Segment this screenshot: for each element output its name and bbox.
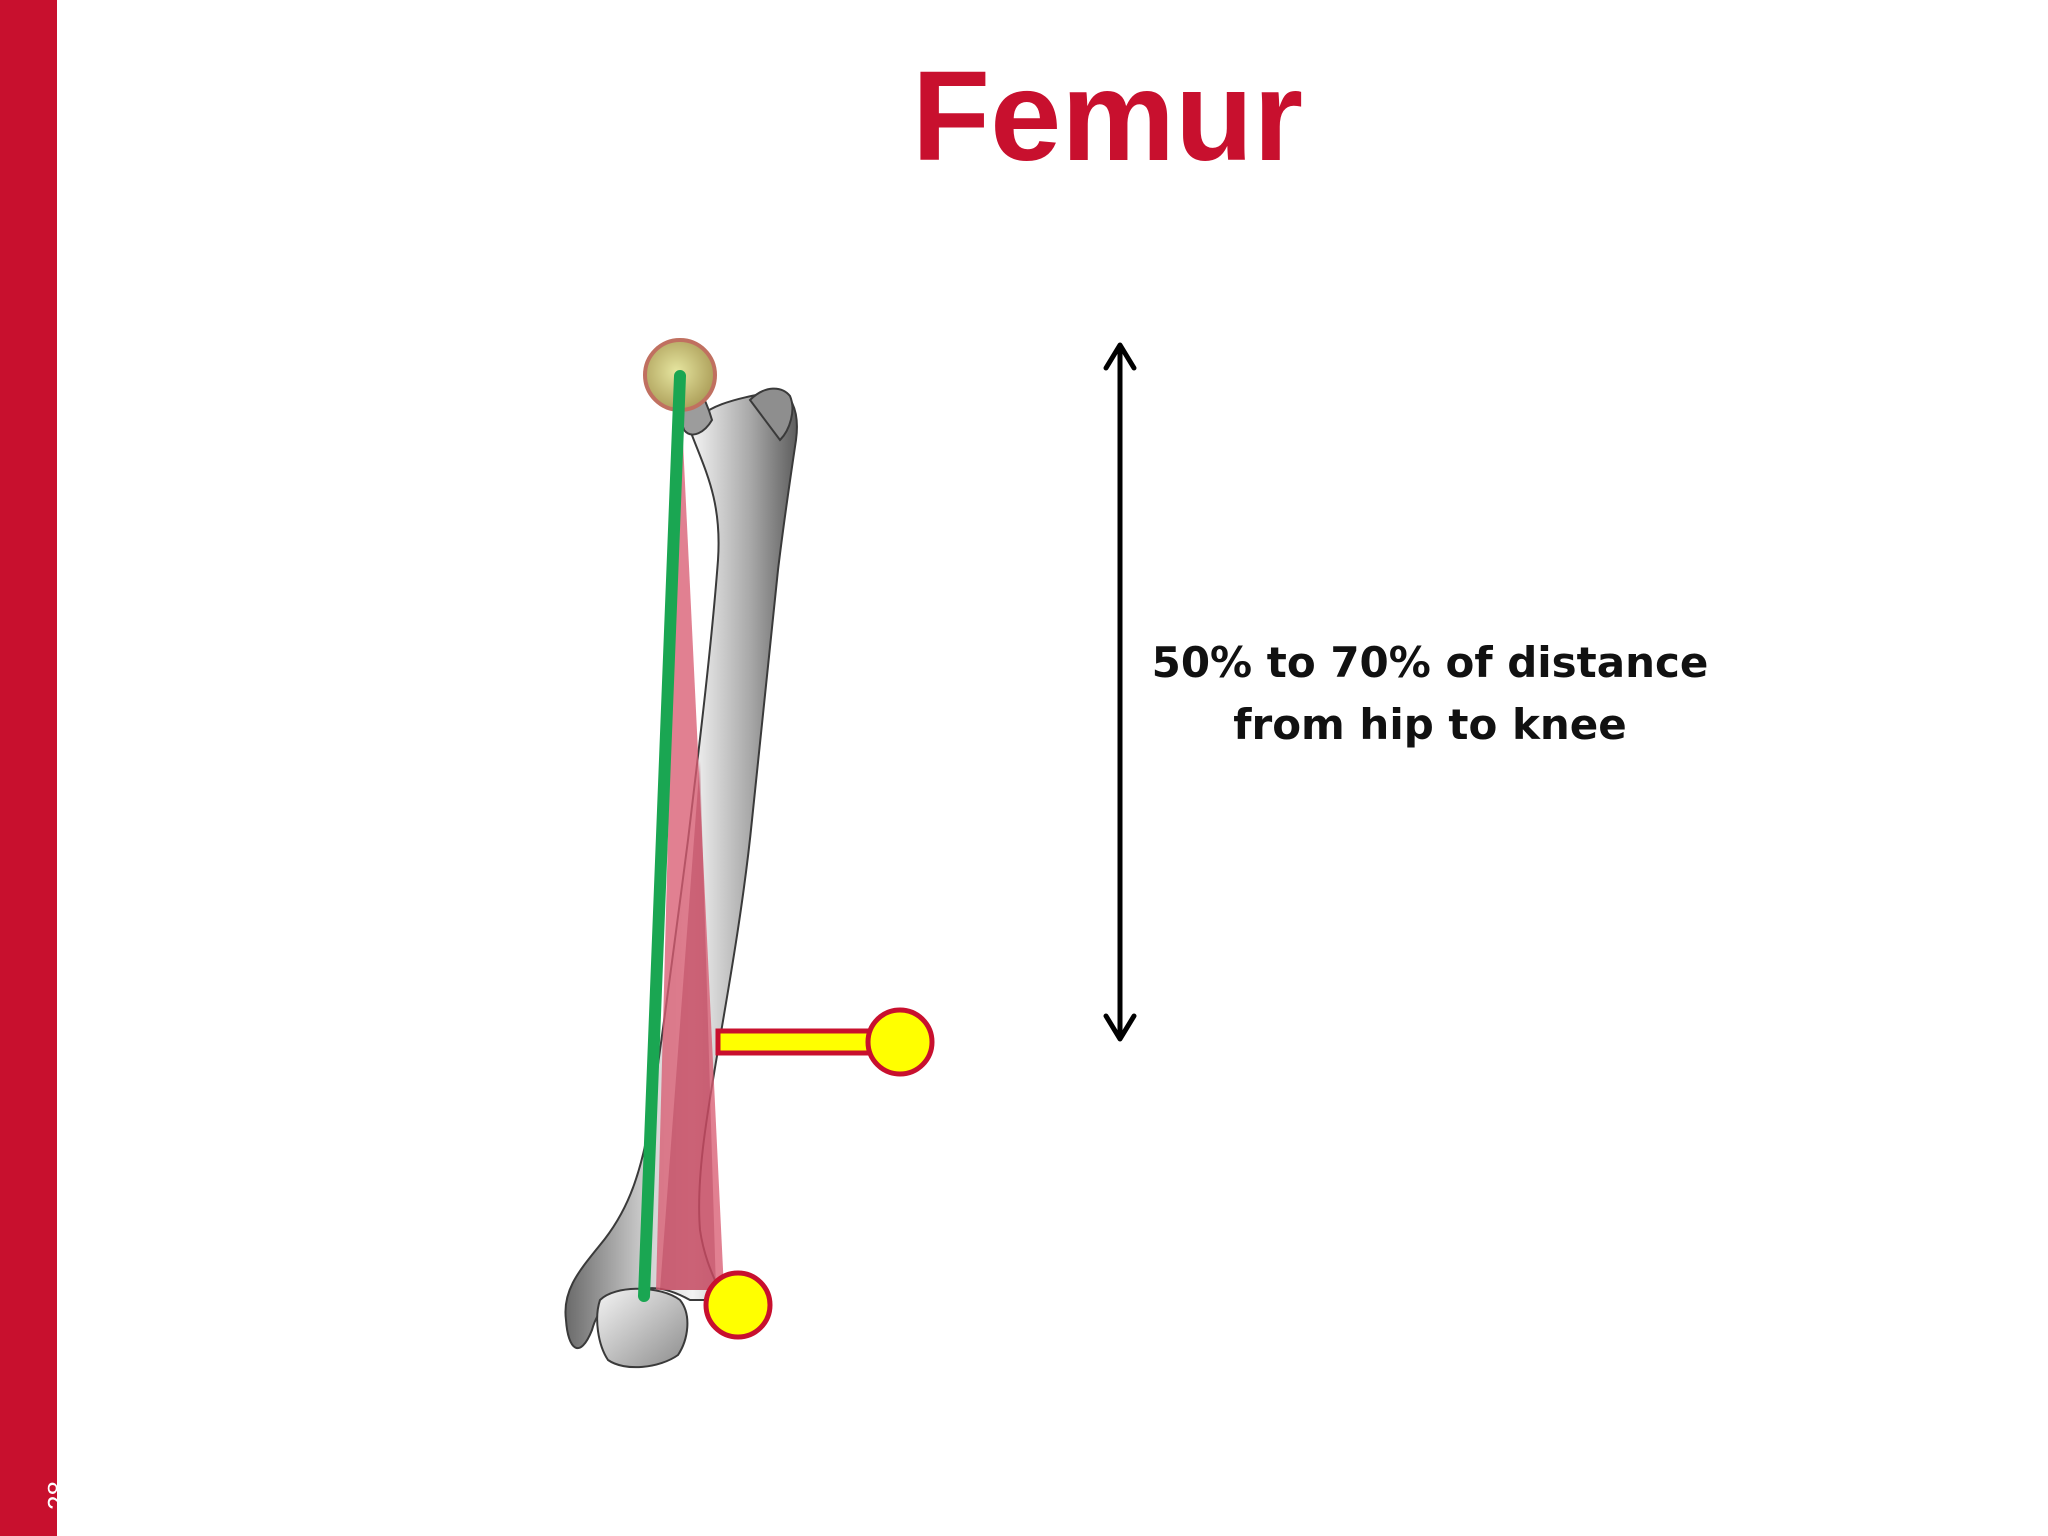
femur-axis-line (638, 370, 686, 1302)
knee-marker (703, 1270, 773, 1340)
annotation-line-2: from hip to knee (1233, 700, 1627, 749)
thigh-marker (865, 1007, 935, 1077)
side-bar: 28 (0, 0, 72, 1536)
greater-trochanter (748, 387, 794, 442)
slide-title: Femur (911, 45, 1304, 188)
distance-annotation: 50% to 70% of distance from hip to knee (1140, 632, 1720, 756)
double-arrow-icon (1103, 342, 1137, 1042)
annotation-line-1: 50% to 70% of distance (1151, 638, 1709, 687)
muscle-wedge (656, 380, 724, 1290)
muscle-shadow (660, 760, 716, 1290)
distal-condyle (596, 1287, 689, 1369)
